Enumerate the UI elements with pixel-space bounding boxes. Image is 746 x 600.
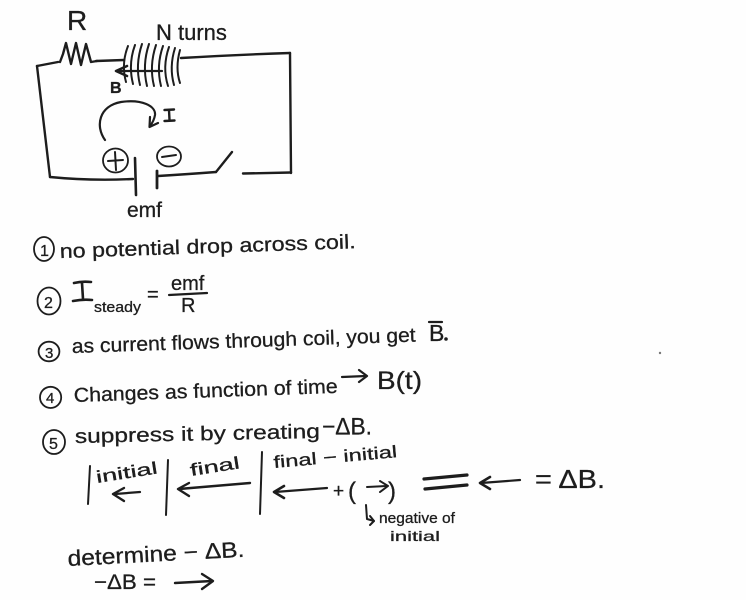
svg-text:B: B [110, 80, 122, 97]
svg-text:R: R [181, 295, 195, 317]
svg-text:1: 1 [40, 243, 49, 260]
svg-text:emf: emf [171, 273, 205, 295]
svg-text:3: 3 [45, 345, 53, 362]
svg-text:initial: initial [390, 528, 440, 544]
svg-text:=: = [147, 284, 159, 306]
svg-text:2: 2 [44, 295, 53, 312]
svg-text:): ) [388, 478, 396, 505]
svg-text:−ΔB =: −ΔB = [94, 571, 156, 594]
svg-text:negative of: negative of [379, 510, 456, 527]
svg-text:emf: emf [127, 199, 162, 222]
svg-text:−ΔB.: −ΔB. [322, 414, 372, 441]
svg-text:(: ( [348, 478, 356, 505]
svg-text:B(t): B(t) [377, 367, 422, 395]
svg-text:4: 4 [46, 390, 54, 407]
svg-text:N turns: N turns [156, 20, 227, 45]
svg-text:5: 5 [49, 436, 58, 453]
svg-text:R: R [67, 5, 87, 36]
svg-text:B: B [429, 320, 444, 346]
svg-text:steady: steady [94, 299, 142, 316]
svg-text:+: + [333, 481, 344, 502]
svg-text:= ΔB.: = ΔB. [535, 464, 605, 494]
svg-text:suppress it by creating: suppress it by creating [75, 421, 320, 448]
